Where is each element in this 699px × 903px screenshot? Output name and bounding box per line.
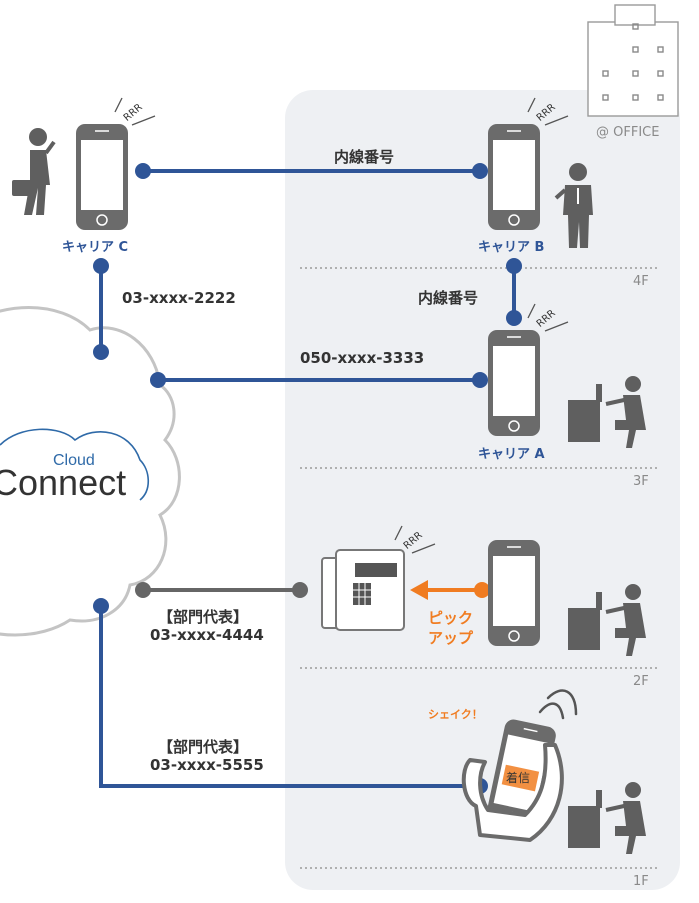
dot (292, 582, 308, 598)
smartphone-2f-icon (488, 540, 540, 646)
floor-label-2f: 2F (633, 674, 649, 689)
smartphone-c-icon (76, 124, 128, 230)
office-label: @ OFFICE (596, 125, 660, 140)
dot (472, 163, 488, 179)
dot (472, 372, 488, 388)
dot (93, 344, 109, 360)
ring-marks (114, 97, 569, 554)
line-cloud-1f (99, 606, 480, 788)
extension-label-ba: 内線番号 (418, 289, 479, 307)
smartphone-a-icon (488, 330, 540, 436)
pickup-arrow-head (410, 580, 428, 600)
dept-rep-2f-number: 03-xxxx-4444 (150, 626, 264, 644)
dot (135, 163, 151, 179)
dept-rep-1f-number: 03-xxxx-5555 (150, 756, 264, 774)
carrier-a-label: キャリア A (478, 447, 545, 462)
desk-phone-icon (321, 549, 405, 631)
building-icon (587, 4, 679, 117)
dept-rep-2f-title: 【部門代表】 (158, 608, 249, 626)
extension-label-cb: 内線番号 (334, 148, 395, 166)
shake-label: シェイク！ (428, 708, 483, 721)
cloud-logo-main: Connect (0, 462, 127, 503)
floor-label-4f: 4F (633, 274, 649, 289)
standing-person-icon (554, 163, 593, 248)
incoming-label: 着信 (506, 771, 531, 785)
carrier-c-number: 03-xxxx-2222 (122, 289, 236, 307)
pickup-label-line1: ピック (428, 609, 474, 627)
pickup-label-line2: アップ (428, 629, 474, 647)
ring-text-c: RRR (122, 102, 145, 124)
cloud-shape (0, 306, 181, 637)
desk-worker-1f-icon (568, 782, 646, 854)
dot (135, 582, 151, 598)
cloud-logo-swoosh (0, 428, 150, 501)
vibration-waves-icon (538, 689, 578, 720)
shaking-phone-icon (461, 689, 578, 842)
dept-rep-1f-title: 【部門代表】 (158, 738, 249, 756)
dot (506, 310, 522, 326)
carrier-b-label: キャリア B (478, 240, 545, 255)
office-area (285, 90, 680, 890)
dot (474, 582, 490, 598)
desk-worker-3f-icon (568, 376, 646, 448)
dot (506, 258, 522, 274)
desk-worker-2f-icon (568, 584, 646, 656)
dot (93, 258, 109, 274)
floor-dividers (300, 267, 660, 869)
floor-label-1f: 1F (633, 874, 649, 889)
blue-line-dots (93, 163, 522, 794)
dot (150, 372, 166, 388)
smartphone-b-icon (488, 124, 540, 230)
cloud-logo-small: Cloud (53, 452, 95, 469)
carrier-c-label: キャリア C (62, 240, 129, 255)
hand-icon (461, 743, 564, 842)
blue-lines (99, 169, 516, 788)
carrier-a-number: 050-xxxx-3333 (300, 349, 425, 367)
walking-person-icon (12, 128, 56, 215)
dot (93, 598, 109, 614)
floor-label-3f: 3F (633, 474, 649, 489)
